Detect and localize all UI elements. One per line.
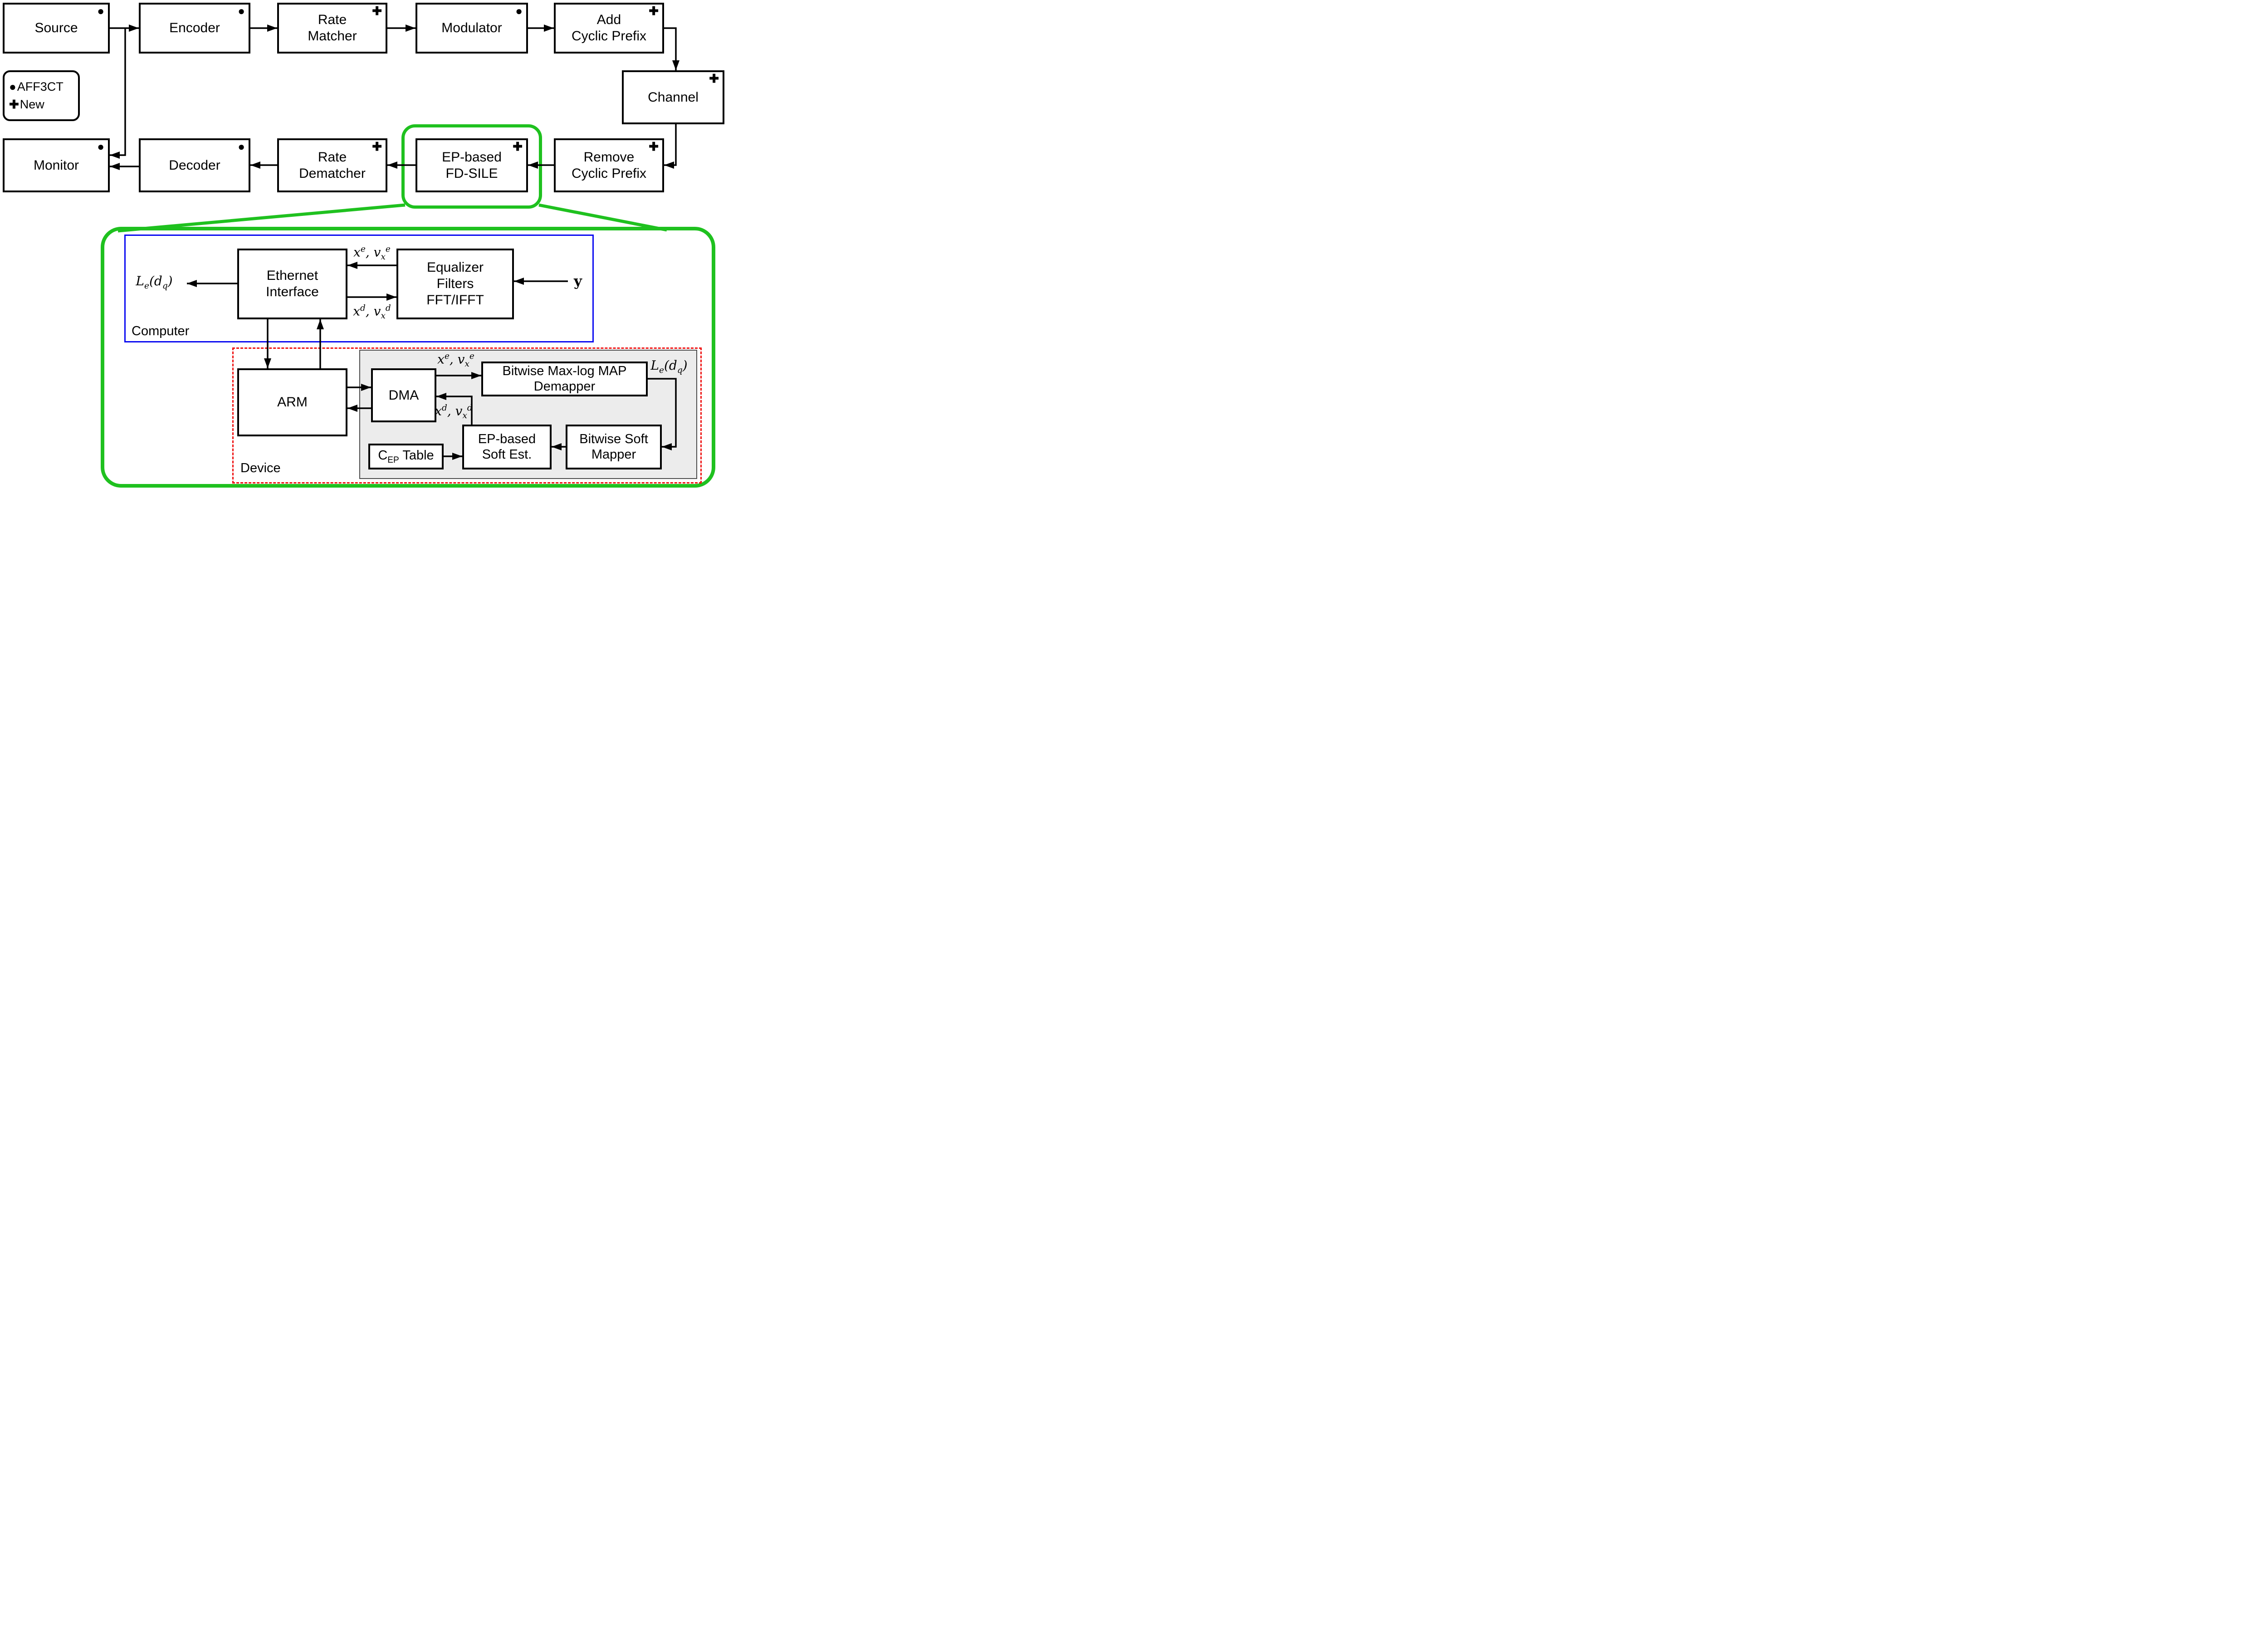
aff3ct-circle-icon: ●: [9, 80, 16, 93]
block-remove-cyclic-prefix: ✚ Remove Cyclic Prefix: [554, 138, 664, 192]
block-bitwise-soft-mapper: Bitwise Soft Mapper: [566, 425, 662, 469]
block-arm-label: ARM: [277, 395, 308, 410]
aff3ct-marker-icon: ●: [97, 4, 104, 18]
computer-region: [124, 235, 594, 342]
new-cross-icon: ✚: [9, 98, 19, 111]
arrow-source-monitor: [110, 28, 126, 159]
block-diagram: ● AFF3CT ✚ New ● Source ● Encoder ✚ Rate…: [0, 0, 726, 494]
signal-label-xe-ve-computer: xe, vxe: [353, 244, 391, 262]
block-maxlog-map-demapper-label: Bitwise Max-log MAP Demapper: [502, 364, 627, 394]
block-ethernet-interface-label: Ethernet Interface: [266, 268, 319, 299]
computer-region-label: Computer: [132, 324, 190, 338]
block-add-cyclic-prefix-label: Add Cyclic Prefix: [571, 12, 646, 44]
block-encoder: ● Encoder: [139, 3, 250, 54]
new-marker-icon: ✚: [709, 72, 719, 85]
aff3ct-marker-icon: ●: [238, 4, 245, 18]
arrow-channel-remove-cp: [664, 124, 677, 169]
signal-label-xe-ve-device: xe, vxe: [437, 352, 474, 369]
legend: ● AFF3CT ✚ New: [3, 70, 80, 121]
block-bitwise-soft-mapper-label: Bitwise Soft Mapper: [579, 432, 648, 462]
block-rate-matcher: ✚ Rate Matcher: [277, 3, 387, 54]
signal-label-xd-vd-device: xd, vxd: [435, 403, 473, 420]
block-cep-table-label: CEP Table: [378, 448, 434, 465]
block-ethernet-interface: Ethernet Interface: [237, 249, 347, 319]
legend-item-aff3ct: ● AFF3CT: [9, 80, 78, 94]
new-marker-icon: ✚: [649, 140, 659, 153]
block-ep-soft-estimator-label: EP-based Soft Est.: [478, 432, 536, 462]
new-marker-icon: ✚: [513, 140, 523, 153]
legend-label-aff3ct: AFF3CT: [17, 80, 64, 93]
legend-label-new: New: [20, 98, 44, 111]
signal-label-xd-vd-computer: xd, vxd: [353, 303, 391, 321]
block-maxlog-map-demapper: Bitwise Max-log MAP Demapper: [481, 362, 648, 396]
block-channel-label: Channel: [648, 89, 699, 105]
new-marker-icon: ✚: [372, 140, 382, 153]
block-rate-dematcher: ✚ Rate Dematcher: [277, 138, 387, 192]
arrow-add-cp-channel: [664, 27, 679, 70]
block-ep-soft-estimator: EP-based Soft Est.: [462, 425, 552, 469]
signal-label-le-dq-output: Le(dq): [136, 274, 173, 291]
block-remove-cyclic-prefix-label: Remove Cyclic Prefix: [571, 149, 646, 181]
new-marker-icon: ✚: [649, 4, 659, 18]
block-rate-dematcher-label: Rate Dematcher: [299, 149, 366, 181]
block-modulator: ● Modulator: [415, 3, 528, 54]
block-cep-table: CEP Table: [368, 444, 444, 469]
block-arm: ARM: [237, 368, 347, 436]
signal-label-le-dq-device: Le(dq): [650, 358, 688, 375]
detail-view-frame: [101, 227, 715, 488]
aff3ct-marker-icon: ●: [97, 140, 104, 153]
block-ep-based-fd-sile-label: EP-based FD-SILE: [442, 149, 502, 181]
block-equalizer-filters-label: Equalizer Filters FFT/IFFT: [426, 260, 484, 308]
aff3ct-marker-icon: ●: [238, 140, 245, 153]
block-dma: DMA: [371, 368, 436, 422]
block-source-label: Source: [34, 20, 78, 35]
block-monitor-label: Monitor: [33, 157, 79, 173]
block-dma-label: DMA: [388, 387, 419, 403]
signal-label-y-input: y: [573, 273, 582, 289]
device-region-label: Device: [240, 461, 281, 475]
block-encoder-label: Encoder: [169, 20, 220, 35]
legend-item-new: ✚ New: [9, 98, 78, 112]
block-ep-based-fd-sile: ✚ EP-based FD-SILE: [415, 138, 528, 192]
device-region: [232, 347, 702, 484]
block-modulator-label: Modulator: [441, 20, 502, 35]
block-rate-matcher-label: Rate Matcher: [308, 12, 357, 44]
block-equalizer-filters: Equalizer Filters FFT/IFFT: [396, 249, 514, 319]
zoom-guide-right: [538, 203, 667, 232]
new-marker-icon: ✚: [372, 4, 382, 18]
block-decoder-label: Decoder: [169, 157, 220, 173]
block-add-cyclic-prefix: ✚ Add Cyclic Prefix: [554, 3, 664, 54]
aff3ct-marker-icon: ●: [515, 4, 523, 18]
block-monitor: ● Monitor: [3, 138, 110, 192]
block-channel: ✚ Channel: [622, 70, 724, 124]
block-decoder: ● Decoder: [139, 138, 250, 192]
highlight-frame-ep-fd-sile: [401, 124, 542, 209]
block-source: ● Source: [3, 3, 110, 54]
